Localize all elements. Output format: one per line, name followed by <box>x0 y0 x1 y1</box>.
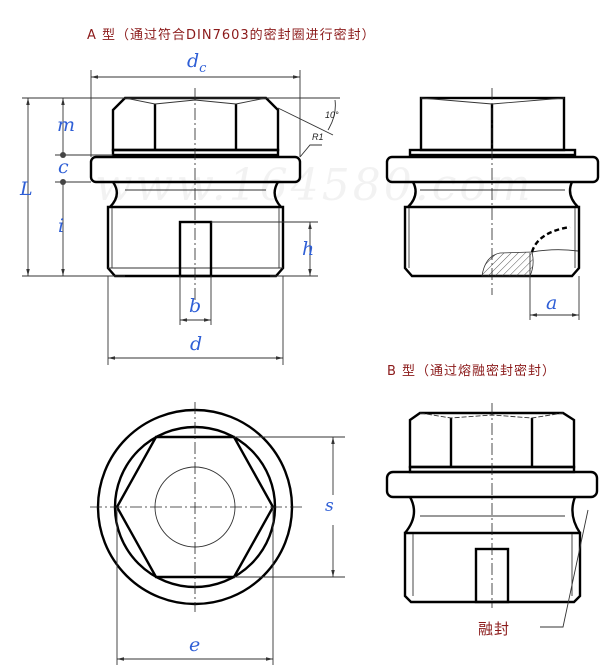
dimension-a: a <box>546 292 558 314</box>
type-b-title: B 型（通过熔融密封密封） <box>387 364 557 379</box>
dimension-c: c <box>58 156 69 178</box>
dimension-i: i <box>58 215 65 237</box>
front-view-type-a <box>22 70 340 365</box>
angle-annotation: 10° <box>325 110 339 120</box>
dimension-dc: dc <box>187 50 206 76</box>
fusion-seal-label: 融封 <box>478 620 511 638</box>
dimension-dc-label: d <box>187 50 200 72</box>
radius-annotation: R1 <box>312 132 324 142</box>
dimension-e: e <box>189 634 201 656</box>
dimension-s: s <box>325 496 334 516</box>
dimension-d: d <box>190 333 203 355</box>
dimension-L: L <box>20 178 33 200</box>
type-a-title: A 型（通过符合DIN7603的密封圈进行密封） <box>87 28 376 43</box>
dimension-h: h <box>302 238 315 260</box>
bottom-view <box>90 402 345 665</box>
dimension-m: m <box>57 114 76 136</box>
front-view-type-b <box>385 403 599 628</box>
dimension-b: b <box>189 295 202 317</box>
dimension-dc-subscript: c <box>199 60 207 76</box>
side-view-type-a <box>385 88 600 320</box>
watermark: www.164580.com <box>95 160 534 211</box>
